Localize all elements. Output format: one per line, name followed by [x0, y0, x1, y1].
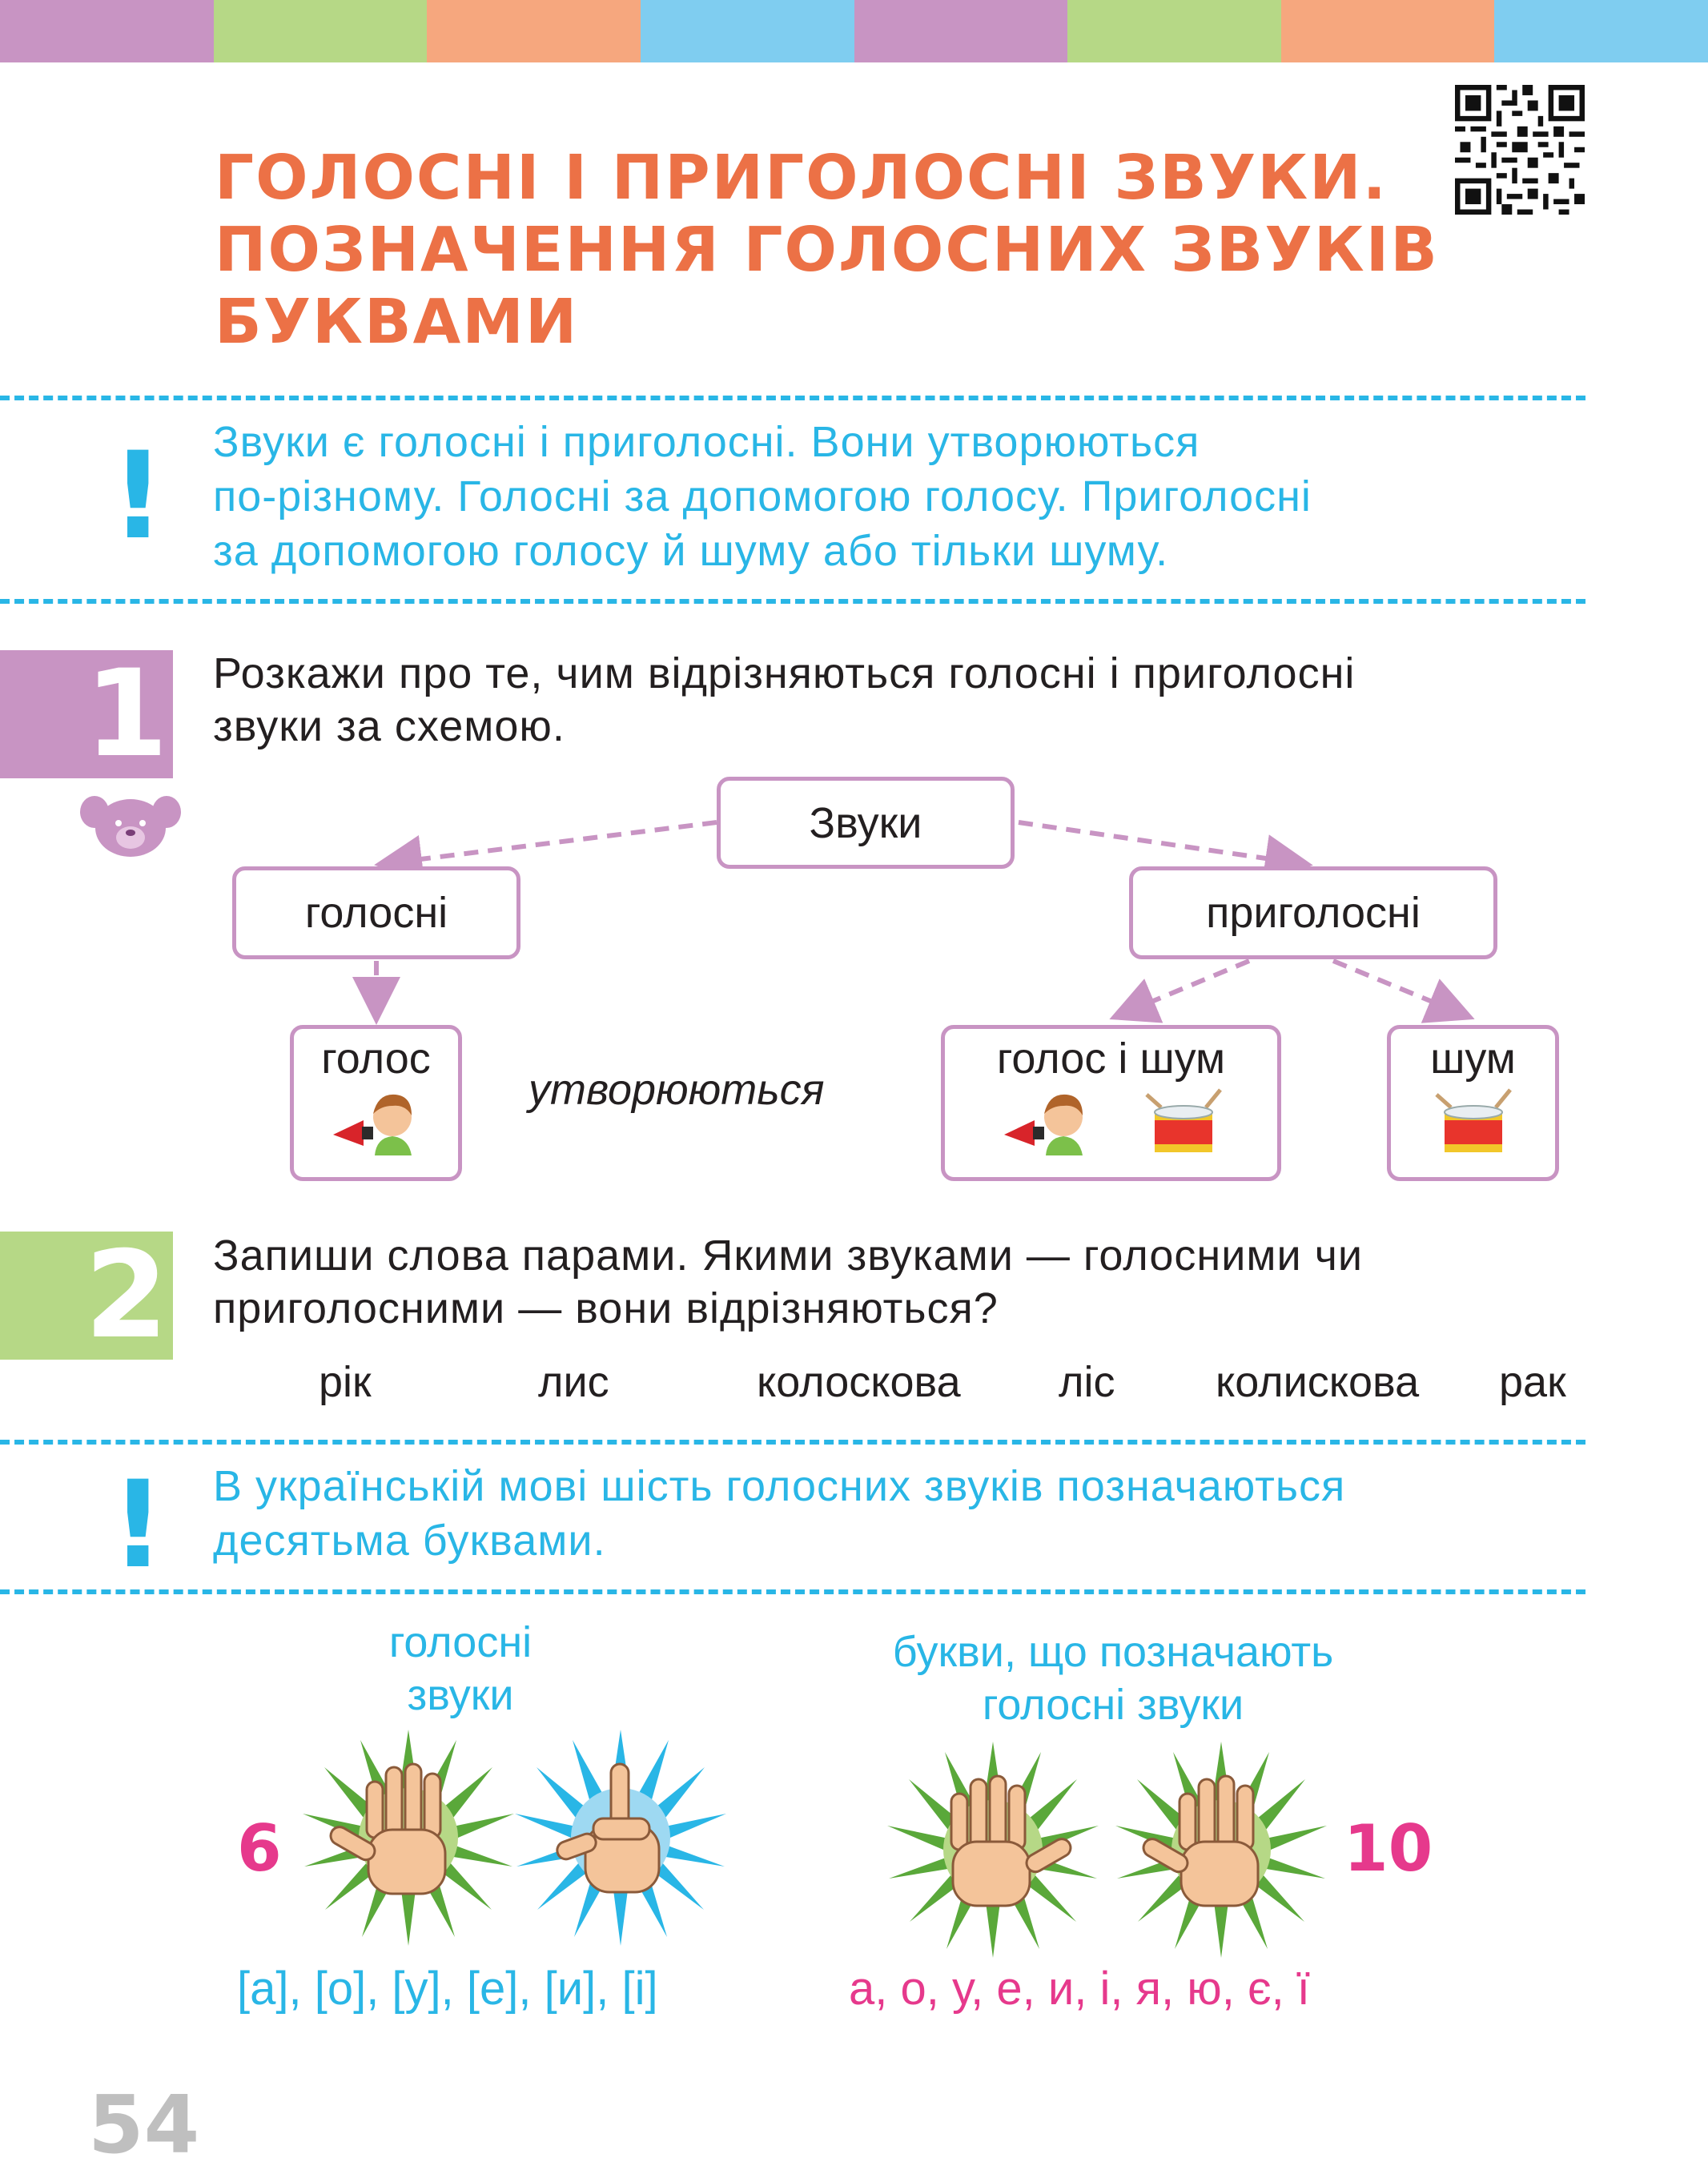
- vowel-sounds-count: 6: [237, 1811, 282, 1886]
- task-line: Запиши слова парами. Якими звуками — гол…: [213, 1232, 1363, 1280]
- boy-with-megaphone-icon: [332, 1094, 412, 1155]
- hand-one-finger-icon: [515, 1730, 726, 1946]
- word-item: колискова: [1216, 1358, 1420, 1406]
- vowel-letters-caption: букви, що позначають голосні звуки: [833, 1625, 1393, 1731]
- rule-line: десятьма буквами.: [213, 1517, 606, 1565]
- diagram-node-voice-and-noise: голос і шум: [941, 1025, 1281, 1181]
- boy-with-megaphone-icon: [1003, 1094, 1083, 1155]
- diagram-formed-label: утворюються: [528, 1066, 825, 1114]
- drum-icon: [1144, 1088, 1222, 1152]
- rule-line: по-різному. Голосні за допомогою голосу.…: [213, 472, 1312, 520]
- diagram-node-consonants: приголосні: [1129, 866, 1497, 959]
- stripe-segment: [640, 0, 854, 62]
- task-text: Розкажи про те, чим відрізняються голосн…: [213, 647, 1566, 753]
- caption-line: букви, що позначають: [892, 1628, 1334, 1676]
- stripe-segment: [213, 0, 428, 62]
- stripe-segment: [1280, 0, 1495, 62]
- vowel-sounds-list: [а], [о], [у], [е], [и], [і]: [237, 1963, 658, 2015]
- rule-text: В українській мові шість голосних звуків…: [213, 1459, 1345, 1568]
- task-line: приголосними — вони відрізняються?: [213, 1284, 999, 1332]
- task-text: Запиши слова парами. Якими звуками — гол…: [213, 1229, 1566, 1335]
- stripe-segment: [854, 0, 1068, 62]
- node-pictures: [945, 1083, 1277, 1157]
- page-number: 54: [88, 2078, 200, 2172]
- qr-code-icon[interactable]: [1455, 85, 1585, 215]
- dashed-divider: [0, 1440, 1585, 1445]
- word-item: рік: [319, 1358, 372, 1406]
- node-label: голос і шум: [996, 1035, 1226, 1083]
- diagram-node-voice: голос: [290, 1025, 462, 1181]
- node-label: голос: [321, 1035, 431, 1083]
- stripe-segment: [427, 0, 641, 62]
- task-number-badge: 2: [0, 1232, 173, 1360]
- rule-text: Звуки є голосні і приголосні. Вони утвор…: [213, 415, 1312, 578]
- page-title: ГОЛОСНІ І ПРИГОЛОСНІ ЗВУКИ. ПОЗНАЧЕННЯ Г…: [215, 143, 1464, 359]
- dog-mascot-icon: [80, 796, 181, 857]
- word-item: рак: [1499, 1358, 1566, 1406]
- stripe-segment: [0, 0, 214, 62]
- hand-five-fingers-icon: [1115, 1742, 1327, 1958]
- dashed-divider: [0, 396, 1585, 400]
- dashed-divider: [0, 599, 1585, 604]
- task-line: Розкажи про те, чим відрізняються голосн…: [213, 649, 1356, 697]
- caption-line: голосні: [388, 1618, 532, 1666]
- drum-icon: [1434, 1088, 1512, 1152]
- word-item: колоскова: [757, 1358, 961, 1406]
- exclamation-icon: !: [111, 1456, 166, 1595]
- vowel-sounds-caption: голосні звуки: [296, 1616, 625, 1722]
- hand-five-fingers-icon: [303, 1730, 514, 1946]
- hand-five-fingers-icon: [887, 1742, 1099, 1958]
- node-label: шум: [1430, 1035, 1516, 1083]
- diagram-node-noise: шум: [1387, 1025, 1559, 1181]
- exclamation-icon: !: [111, 427, 166, 566]
- caption-line: голосні звуки: [982, 1681, 1244, 1729]
- rule-line: Звуки є голосні і приголосні. Вони утвор…: [213, 418, 1200, 466]
- task-number-badge: 1: [0, 650, 173, 778]
- vowel-letters-list: а, о, у, е, и, і, я, ю, є, ї: [849, 1963, 1310, 2015]
- top-color-stripe: [0, 0, 1708, 62]
- dashed-divider: [0, 1589, 1585, 1594]
- title-line: ГОЛОСНІ І ПРИГОЛОСНІ ЗВУКИ.: [215, 143, 1388, 214]
- stripe-segment: [1494, 0, 1708, 62]
- word-item: ліс: [1059, 1358, 1115, 1406]
- diagram-arrows: [352, 820, 1475, 1025]
- caption-line: звуки: [407, 1671, 514, 1719]
- rule-line: В українській мові шість голосних звуків…: [213, 1462, 1346, 1510]
- title-line: ПОЗНАЧЕННЯ ГОЛОСНИХ ЗВУКІВ: [215, 215, 1439, 286]
- word-item: лис: [538, 1358, 609, 1406]
- task-line: звуки за схемою.: [213, 702, 565, 750]
- title-line: БУКВАМИ: [215, 287, 579, 358]
- diagram-node-sounds: Звуки: [717, 777, 1015, 869]
- vowel-letters-count: 10: [1344, 1811, 1433, 1886]
- diagram-node-vowels: голосні: [232, 866, 520, 959]
- stripe-segment: [1067, 0, 1281, 62]
- rule-line: за допомогою голосу й шуму або тільки шу…: [213, 527, 1169, 575]
